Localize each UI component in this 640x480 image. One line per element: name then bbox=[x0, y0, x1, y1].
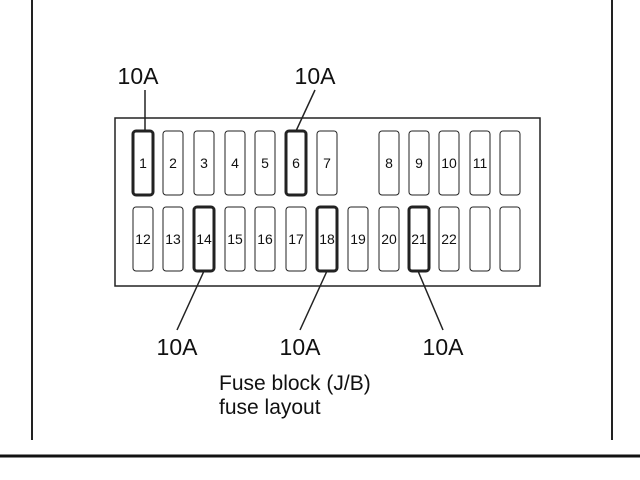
fuse-number: 2 bbox=[169, 155, 177, 171]
fuse-number: 4 bbox=[231, 155, 239, 171]
fuse-number: 19 bbox=[350, 231, 366, 247]
fuse-number: 18 bbox=[319, 231, 335, 247]
fuse-8: 8 bbox=[378, 130, 400, 196]
callout-label-21: 10A bbox=[423, 334, 465, 360]
fuse-slot-outline bbox=[407, 205, 431, 273]
fuse-number: 6 bbox=[292, 155, 300, 171]
fuse-13: 13 bbox=[162, 206, 184, 272]
fuse-2: 2 bbox=[162, 130, 184, 196]
fuse-slot-outline bbox=[316, 130, 338, 196]
fuse-slot-outline bbox=[469, 206, 491, 272]
caption-line-1: Fuse block (J/B) bbox=[219, 372, 371, 395]
fuse-number: 7 bbox=[323, 155, 331, 171]
fuse-3: 3 bbox=[193, 130, 215, 196]
fuse-number: 10 bbox=[441, 155, 457, 171]
fuse-number: 12 bbox=[135, 231, 151, 247]
fuse-number: 16 bbox=[257, 231, 273, 247]
callout-leader-6 bbox=[295, 89, 316, 132]
fuse-16: 16 bbox=[254, 206, 276, 272]
fuse-15: 15 bbox=[224, 206, 246, 272]
fuse-spare bbox=[499, 206, 521, 272]
fuse-22: 22 bbox=[438, 206, 460, 272]
fuse-number: 14 bbox=[196, 231, 212, 247]
fuse-slot-outline bbox=[132, 206, 154, 272]
fuse-slot-outline bbox=[162, 206, 184, 272]
fuse-slot-outline bbox=[193, 130, 215, 196]
callout-label-18: 10A bbox=[280, 334, 322, 360]
fuse-18: 18 bbox=[315, 205, 339, 273]
fuse-slot-outline bbox=[162, 130, 184, 196]
fuse-slot-outline bbox=[438, 130, 460, 196]
callout-leader-18 bbox=[299, 270, 328, 331]
fuse-number: 3 bbox=[200, 155, 208, 171]
fuse-10: 10 bbox=[438, 130, 460, 196]
fuse-slot-outline bbox=[469, 130, 491, 196]
fuse-slot-outline bbox=[378, 130, 400, 196]
fuse-6: 6 bbox=[284, 129, 308, 197]
fuse-number: 22 bbox=[441, 231, 457, 247]
fuse-19: 19 bbox=[347, 206, 369, 272]
fuse-number: 13 bbox=[165, 231, 181, 247]
fuse-number: 8 bbox=[385, 155, 393, 171]
fuse-number: 21 bbox=[411, 231, 427, 247]
fuse-17: 17 bbox=[285, 206, 307, 272]
fuse-9: 9 bbox=[408, 130, 430, 196]
fuse-slot-outline bbox=[499, 130, 521, 196]
fuse-slot-outline bbox=[347, 206, 369, 272]
fuse-slot-outline bbox=[131, 129, 155, 197]
fuse-number: 11 bbox=[473, 155, 488, 171]
fuse-slot-outline bbox=[378, 206, 400, 272]
caption-line-2: fuse layout bbox=[219, 396, 321, 419]
callout-label-6: 10A bbox=[295, 63, 337, 89]
fuse-number: 9 bbox=[415, 155, 423, 171]
fuse-number: 20 bbox=[381, 231, 397, 247]
callout-leader-21 bbox=[417, 270, 444, 331]
fuse-4: 4 bbox=[224, 130, 246, 196]
callout-leader-14 bbox=[176, 270, 205, 331]
fuse-11: 11 bbox=[469, 130, 491, 196]
fuse-20: 20 bbox=[378, 206, 400, 272]
fuse-slot-outline bbox=[224, 130, 246, 196]
fuse-spare bbox=[469, 206, 491, 272]
fuse-slot-outline bbox=[499, 206, 521, 272]
fuse-12: 12 bbox=[132, 206, 154, 272]
fuse-slot-outline bbox=[285, 206, 307, 272]
fuse-callouts: 10A 10A 10A 10A 10A bbox=[118, 63, 465, 360]
fuse-slot-outline bbox=[438, 206, 460, 272]
fuse-7: 7 bbox=[316, 130, 338, 196]
fuse-slot-outline bbox=[254, 206, 276, 272]
fuse-slot-outline bbox=[254, 130, 276, 196]
fuse-number: 1 bbox=[139, 155, 147, 171]
fuse-spare bbox=[499, 130, 521, 196]
fuse-5: 5 bbox=[254, 130, 276, 196]
callout-label-14: 10A bbox=[157, 334, 199, 360]
fuse-14: 14 bbox=[192, 205, 216, 273]
fuse-number: 5 bbox=[261, 155, 269, 171]
fuse-21: 21 bbox=[407, 205, 431, 273]
fuse-1: 1 bbox=[131, 129, 155, 197]
fuse-number: 17 bbox=[288, 231, 304, 247]
fuse-slot-outline bbox=[408, 130, 430, 196]
fuse-number: 15 bbox=[227, 231, 243, 247]
fuse-slot-outline bbox=[224, 206, 246, 272]
callout-label-1: 10A bbox=[118, 63, 160, 89]
